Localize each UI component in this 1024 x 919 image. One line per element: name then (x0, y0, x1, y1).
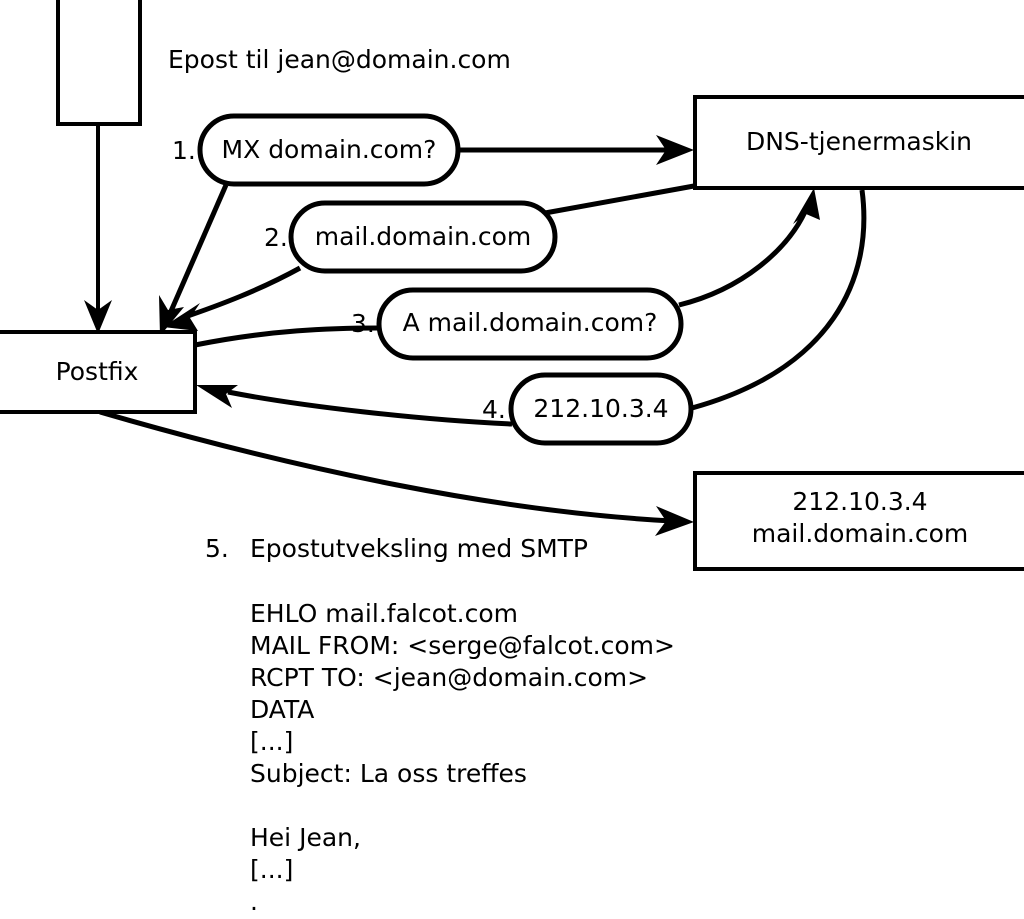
smtp-line-4: DATA (250, 695, 314, 724)
smtp-line-8: Hei Jean, (250, 823, 361, 852)
postfix-box[interactable]: Postfix (0, 330, 197, 414)
smtp-line-5: [...] (250, 727, 293, 756)
step-2-number: 2. (264, 223, 288, 252)
step-4[interactable]: 4. 212.10.3.4 (482, 372, 694, 446)
connector-postfix-to-step3 (194, 325, 381, 348)
step-1-number: 1. (172, 136, 196, 165)
smtp-line-3: RCPT TO: <jean@domain.com> (250, 663, 648, 692)
step-2-label: mail.domain.com (315, 222, 531, 251)
connector-step1-to-dns (458, 135, 694, 165)
step-2[interactable]: 2. mail.domain.com (264, 200, 558, 274)
connector-dns-to-step2 (544, 183, 695, 216)
step-3[interactable]: 3. A mail.domain.com? (351, 287, 684, 361)
step-3-number: 3. (351, 309, 375, 338)
mail-server-box[interactable]: 212.10.3.4 mail.domain.com (693, 471, 1024, 571)
smtp-line-2: MAIL FROM: <serge@falcot.com> (250, 631, 675, 660)
dns-server-box[interactable]: DNS-tjenermaskin (693, 95, 1024, 190)
smtp-line-10: . (250, 887, 258, 916)
step-5-label: Epostutveksling med SMTP (250, 534, 588, 563)
connector-postfix-to-mailserver (99, 409, 694, 536)
step-4-number: 4. (482, 395, 506, 424)
step-5-number: 5. (205, 534, 229, 563)
smtp-line-6: Subject: La oss treffes (250, 759, 527, 788)
dns-server-label: DNS-tjenermaskin (746, 127, 972, 156)
step-1-label: MX domain.com? (222, 135, 437, 164)
connector-step3-to-dns (678, 188, 820, 308)
mail-server-ip: 212.10.3.4 (792, 487, 927, 516)
step-1[interactable]: 1. MX domain.com? (172, 113, 461, 187)
mail-server-hostname: mail.domain.com (752, 519, 968, 548)
header-note: Epost til jean@domain.com (168, 45, 511, 74)
smtp-line-1: EHLO mail.falcot.com (250, 599, 518, 628)
step-4-label: 212.10.3.4 (533, 394, 668, 423)
connector-step4-to-postfix (196, 385, 513, 427)
smtp-line-9: [...] (250, 855, 293, 884)
postfix-label: Postfix (56, 357, 139, 386)
connector-client-to-postfix (84, 124, 112, 334)
step-3-label: A mail.domain.com? (403, 308, 658, 337)
client-box[interactable] (56, 0, 142, 126)
connector-dns-to-step4 (691, 189, 867, 411)
connector-step2-to-postfix (163, 265, 302, 331)
